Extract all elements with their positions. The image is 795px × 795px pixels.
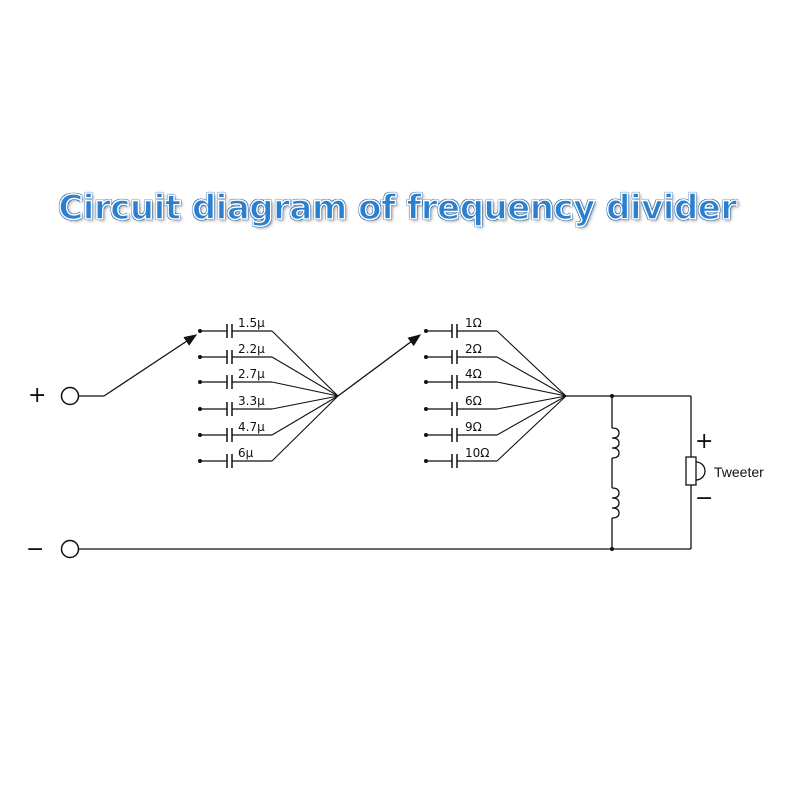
resistor-branch: 10Ω: [424, 395, 567, 468]
capacitor-branch: 2.2μ: [198, 342, 339, 397]
capacitor-bank: 1.5μ 2.2μ 2.7μ 3.3μ 4.7μ 6μ: [198, 316, 339, 468]
capacitor-branch: 3.3μ: [198, 394, 339, 416]
capacitor-branch: 6μ: [198, 395, 339, 468]
input-minus-terminal: [60, 539, 80, 559]
tweeter-plus-sign: +: [695, 429, 713, 454]
capacitor-label: 2.2μ: [238, 342, 265, 356]
resistor-branch: 2Ω: [424, 342, 567, 397]
inductor: [611, 396, 620, 549]
capacitor-label: 4.7μ: [238, 420, 265, 434]
capacitor-branch: 1.5μ: [198, 316, 339, 397]
tweeter-minus-sign: −: [695, 486, 713, 511]
capacitor-label: 2.7μ: [238, 367, 265, 381]
input-minus-sign: −: [26, 537, 44, 562]
resistor-label: 6Ω: [465, 394, 482, 408]
capacitor-branch: 4.7μ: [198, 395, 339, 442]
input-plus-sign: +: [28, 383, 46, 408]
resistor-selector-switch: [337, 334, 422, 397]
resistor-bank: 1Ω 2Ω 4Ω 6Ω 9Ω 10Ω: [424, 316, 567, 468]
input-plus-terminal: [60, 386, 80, 406]
tweeter-speaker: [685, 396, 706, 549]
resistor-label: 1Ω: [465, 316, 482, 330]
capacitor-label: 1.5μ: [238, 316, 265, 330]
resistor-branch: 1Ω: [424, 316, 567, 397]
resistor-label: 9Ω: [465, 420, 482, 434]
capacitor-selector-switch: [103, 334, 198, 397]
capacitor-label: 6μ: [238, 446, 254, 460]
capacitor-label: 3.3μ: [238, 394, 265, 408]
tweeter-label: Tweeter: [714, 464, 764, 480]
diagram-title: Circuit diagram of frequency divider: [58, 187, 738, 229]
resistor-branch: 4Ω: [424, 367, 567, 397]
resistor-branch: 9Ω: [424, 395, 567, 442]
junction-dot: [610, 547, 614, 551]
resistor-label: 2Ω: [465, 342, 482, 356]
capacitor-branch: 2.7μ: [198, 367, 339, 397]
resistor-label: 10Ω: [465, 446, 489, 460]
resistor-label: 4Ω: [465, 367, 482, 381]
resistor-branch: 6Ω: [424, 394, 567, 416]
